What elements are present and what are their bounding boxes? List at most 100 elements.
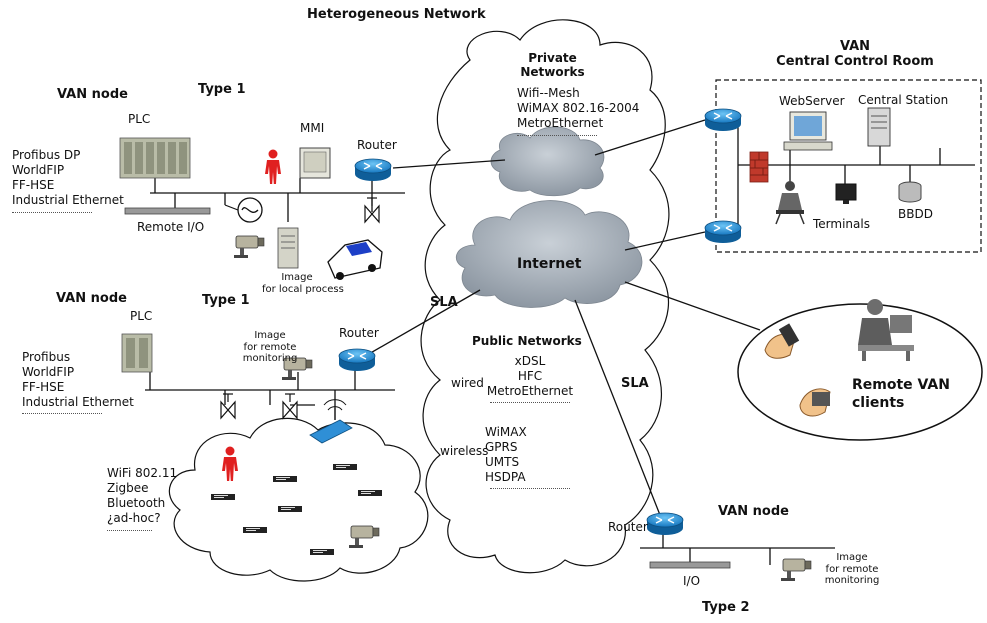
protocol-item: FF-HSE <box>12 178 55 192</box>
dotted-divider <box>22 413 102 414</box>
internet-cloud <box>455 200 643 308</box>
caption-line: for remote <box>243 341 297 353</box>
wireless-sensor-icon <box>243 527 267 533</box>
dotted-divider <box>517 135 597 136</box>
network-item: MetroEthernet <box>517 116 604 130</box>
process-server-icon <box>277 227 299 269</box>
type-label-bottom: Type 2 <box>702 600 750 615</box>
image-caption-bottom: Image for remote monitoring <box>822 552 882 587</box>
central-station-icon <box>867 107 891 147</box>
wireless-protocol-list: WiFi 802.11 Zigbee Bluetooth ¿ad-hoc? <box>107 466 177 526</box>
label-line: clients <box>852 395 905 411</box>
label-line: Remote VAN <box>852 377 950 393</box>
dotted-divider <box>490 402 570 403</box>
vehicle-icon <box>327 239 383 280</box>
router-label-middle-left: Router <box>339 326 379 340</box>
control-room-title: VAN Central Control Room <box>755 39 955 70</box>
router-icon-bottom-node <box>646 512 684 536</box>
wireless-sensor-icon <box>278 506 302 512</box>
terminal-icon <box>835 183 857 204</box>
operator-person-icon-top <box>265 149 281 184</box>
sla-label-left: SLA <box>430 295 458 310</box>
network-item: MetroEthernet <box>486 384 574 398</box>
valve-icon-middle-1 <box>220 393 236 419</box>
protocol-item: Bluetooth <box>107 496 166 510</box>
remote-clients-ellipse <box>737 303 983 441</box>
operator-workstation-icon <box>775 181 805 225</box>
plc-label-top: PLC <box>128 112 151 126</box>
webserver-icon <box>783 111 833 151</box>
network-item: GPRS <box>485 440 518 454</box>
remote-user-icon <box>858 299 914 361</box>
protocol-item: ¿ad-hoc? <box>107 511 161 525</box>
private-networks-title: Private Networks <box>500 51 605 80</box>
caption-line: monitoring <box>242 353 298 364</box>
network-item: HSDPA <box>485 470 526 484</box>
control-room-box <box>715 79 982 253</box>
type-label-top-left: Type 1 <box>198 82 246 97</box>
protocol-item: WorldFIP <box>12 163 65 177</box>
type-label-middle-left: Type 1 <box>202 293 250 308</box>
plc-label-middle: PLC <box>130 309 153 323</box>
protocol-item: WiFi 802.11 <box>107 466 178 480</box>
router-icon-control-room-top <box>704 108 742 132</box>
router-icon-top-left <box>354 158 392 182</box>
title-line: Central Control Room <box>776 53 934 69</box>
dotted-divider <box>490 488 570 489</box>
wired-network-list: xDSL HFC MetroEthernet <box>480 354 580 399</box>
public-networks-title: Public Networks <box>472 334 582 348</box>
protocol-item: WorldFIP <box>22 365 75 379</box>
van-node-heading-bottom: VAN node <box>718 504 789 519</box>
router-label-top-left: Router <box>357 138 397 152</box>
protocol-list-top-left: Profibus DP WorldFIP FF-HSE Industrial E… <box>12 148 124 208</box>
plc-icon-top <box>119 137 191 179</box>
wireless-sensor-icon <box>310 549 334 555</box>
protocol-item: Profibus DP <box>12 148 81 162</box>
image-caption-local: Image for local process <box>262 272 344 295</box>
wireless-cloud <box>168 417 429 582</box>
remote-clients-label: Remote VAN clients <box>852 376 950 412</box>
bbdd-label: BBDD <box>898 207 933 221</box>
network-item: HFC <box>517 369 543 383</box>
mmi-icon <box>299 147 331 179</box>
network-item: WiMAX 802.16-2004 <box>517 101 640 115</box>
wireless-sensor-icon <box>211 494 235 500</box>
protocol-item: Industrial Ethernet <box>12 193 124 207</box>
network-item: xDSL <box>514 354 546 368</box>
network-item: UMTS <box>485 455 520 469</box>
caption-line: for local process <box>262 283 344 295</box>
caption-line: for remote <box>825 563 879 575</box>
protocol-item: FF-HSE <box>22 380 65 394</box>
camera-icon-local <box>233 235 265 259</box>
internet-label: Internet <box>517 256 582 272</box>
database-icon <box>898 181 922 203</box>
van-node-heading-top-left: VAN node <box>57 87 128 102</box>
protocol-item: Industrial Ethernet <box>22 395 134 409</box>
remote-io-bar <box>124 207 211 215</box>
pda-hand-icon <box>799 388 831 417</box>
dotted-divider <box>107 530 152 531</box>
plc-icon-middle <box>121 333 153 373</box>
remote-io-label: Remote I/O <box>137 220 205 234</box>
caption-line: Image <box>836 552 868 563</box>
wireless-network-list: WiMAX GPRS UMTS HSDPA <box>485 425 527 485</box>
router-icon-control-room-bottom <box>704 220 742 244</box>
dotted-divider <box>12 212 92 213</box>
webserver-label: WebServer <box>779 94 845 108</box>
wireless-label: wireless <box>440 444 489 458</box>
terminals-label: Terminals <box>813 217 870 231</box>
wireless-sensor-icon <box>333 464 357 470</box>
network-item: WiMAX <box>485 425 527 439</box>
title-line: Private <box>528 51 577 65</box>
caption-line: monitoring <box>824 575 880 586</box>
router-icon-middle-left <box>338 348 376 372</box>
mobile-phone-hand-icon <box>764 323 800 359</box>
io-label: I/O <box>683 574 701 588</box>
camera-icon-bottom <box>780 558 812 582</box>
protocol-list-middle-left: Profibus WorldFIP FF-HSE Industrial Ethe… <box>22 350 134 410</box>
title-line: VAN <box>839 39 871 54</box>
image-caption-remote-middle: Image for remote monitoring <box>240 330 300 365</box>
wired-label: wired <box>451 376 484 390</box>
io-bar <box>649 561 731 569</box>
